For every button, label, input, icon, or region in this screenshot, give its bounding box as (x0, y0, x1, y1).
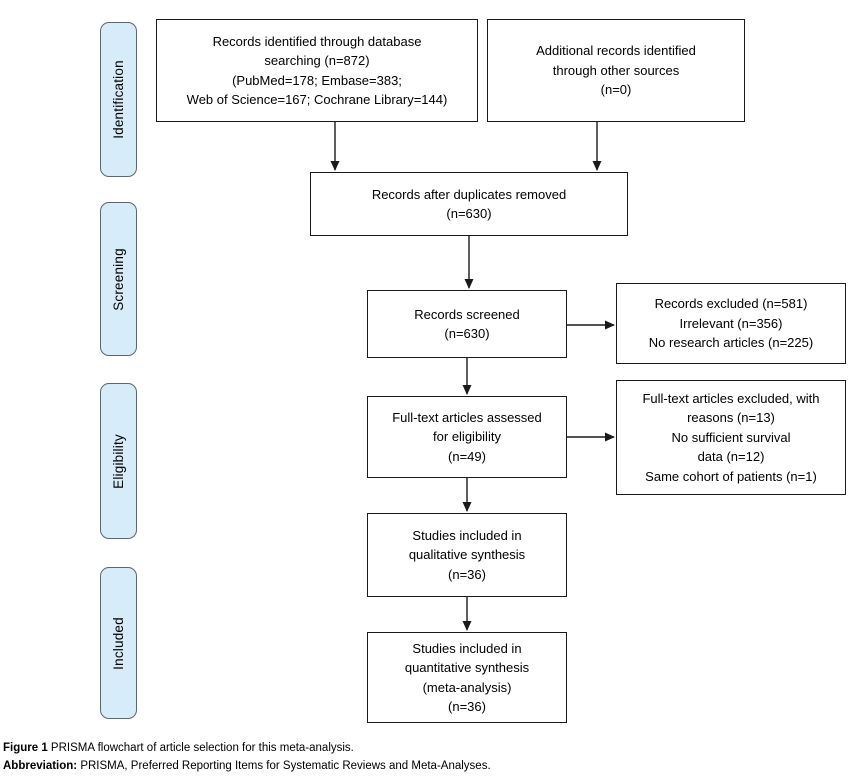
stage-screening: Screening (100, 202, 137, 356)
box-records-identified: Records identified through database sear… (156, 19, 478, 122)
box-records-excluded-text: Records excluded (n=581) Irrelevant (n=3… (648, 296, 814, 351)
box-fulltext-assessed-text: Full-text articles assessed for eligibil… (392, 409, 542, 464)
box-fulltext-assessed: Full-text articles assessed for eligibil… (367, 396, 567, 478)
box-duplicates-removed: Records after duplicates removed (n=630) (310, 172, 628, 236)
abbreviation-caption-label: Abbreviation: (3, 760, 78, 772)
figure-caption-label: Figure 1 (3, 742, 48, 754)
box-additional-records-text: Additional records identified through ot… (536, 43, 696, 98)
abbreviation-caption-text: PRISMA, Preferred Reporting Items for Sy… (77, 760, 491, 772)
box-records-excluded: Records excluded (n=581) Irrelevant (n=3… (616, 283, 846, 364)
abbreviation-caption: Abbreviation: PRISMA, Preferred Reportin… (3, 758, 491, 776)
figure-caption-text: PRISMA flowchart of article selection fo… (47, 742, 354, 754)
stage-eligibility: Eligibility (100, 383, 137, 539)
figure-caption: Figure 1 PRISMA flowchart of article sel… (3, 740, 354, 758)
stage-screening-label: Screening (111, 247, 126, 311)
box-qualitative-synthesis: Studies included in qualitative synthesi… (367, 513, 567, 597)
stage-included: Included (100, 567, 137, 719)
stage-included-label: Included (111, 616, 127, 670)
box-fulltext-excluded: Full-text articles excluded, with reason… (616, 380, 846, 495)
box-quantitative-synthesis-text: Studies included in quantitative synthes… (404, 640, 530, 715)
stage-eligibility-label: Eligibility (111, 433, 126, 489)
box-records-identified-text: Records identified through database sear… (186, 33, 448, 108)
box-duplicates-removed-text: Records after duplicates removed (n=630) (371, 186, 567, 222)
box-quantitative-synthesis: Studies included in quantitative synthes… (367, 632, 567, 723)
box-fulltext-excluded-text: Full-text articles excluded, with reason… (642, 390, 820, 484)
stage-identification-label: Identification (111, 60, 127, 139)
box-records-screened-text: Records screened (n=630) (414, 306, 520, 342)
box-records-screened: Records screened (n=630) (367, 290, 567, 358)
stage-identification: Identification (100, 22, 137, 177)
box-qualitative-synthesis-text: Studies included in qualitative synthesi… (408, 527, 526, 582)
box-additional-records: Additional records identified through ot… (487, 19, 745, 122)
